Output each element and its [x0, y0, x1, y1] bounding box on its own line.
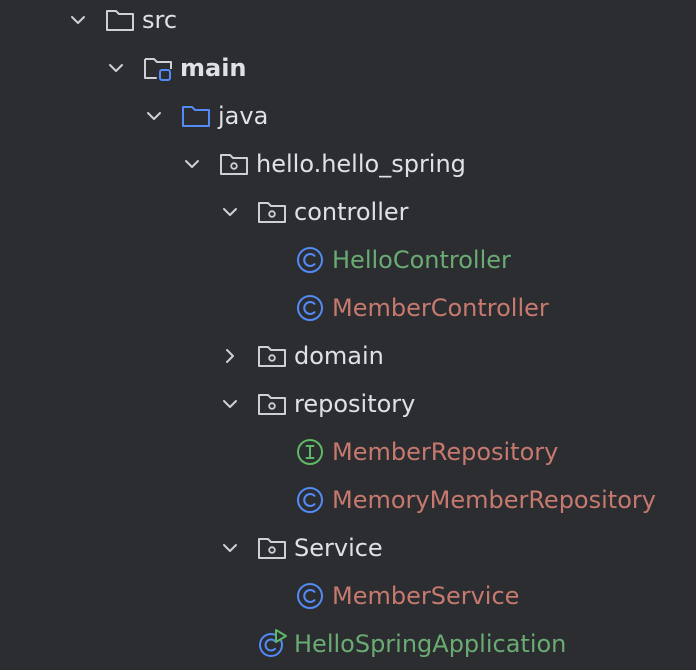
tree-node-service[interactable]: Service: [0, 524, 696, 572]
tree-node-label: MemoryMemberRepository: [332, 486, 656, 514]
tree-node-label: MemberController: [332, 294, 549, 322]
tree-node-label: hello.hello_spring: [256, 150, 466, 178]
chevron-right-icon[interactable]: [218, 344, 242, 368]
tree-node-hello-controller[interactable]: HelloController: [0, 236, 696, 284]
package-icon: [256, 196, 288, 228]
interface-icon: [294, 436, 326, 468]
tree-node-label: main: [180, 54, 247, 82]
source-folder-icon: [180, 100, 212, 132]
folder-icon: [104, 4, 136, 36]
tree-node-member-repository[interactable]: MemberRepository: [0, 428, 696, 476]
tree-node-repository[interactable]: repository: [0, 380, 696, 428]
tree-node-label: repository: [294, 390, 416, 418]
tree-node-controller[interactable]: controller: [0, 188, 696, 236]
chevron-down-icon[interactable]: [218, 536, 242, 560]
class-icon: [294, 484, 326, 516]
tree-node-java[interactable]: java: [0, 92, 696, 140]
chevron-down-icon[interactable]: [104, 56, 128, 80]
package-icon: [256, 532, 288, 564]
tree-node-label: domain: [294, 342, 384, 370]
class-icon: [294, 292, 326, 324]
class-icon: [294, 244, 326, 276]
chevron-down-icon[interactable]: [218, 392, 242, 416]
tree-node-label: HelloSpringApplication: [294, 630, 567, 658]
tree-node-member-service[interactable]: MemberService: [0, 572, 696, 620]
tree-node-label: HelloController: [332, 246, 511, 274]
tree-node-src[interactable]: src: [0, 0, 696, 44]
package-icon: [218, 148, 250, 180]
tree-node-label: MemberService: [332, 582, 520, 610]
chevron-down-icon[interactable]: [142, 104, 166, 128]
tree-node-domain[interactable]: domain: [0, 332, 696, 380]
package-icon: [256, 340, 288, 372]
chevron-down-icon[interactable]: [218, 200, 242, 224]
tree-node-label: MemberRepository: [332, 438, 559, 466]
tree-node-memory-member-repository[interactable]: MemoryMemberRepository: [0, 476, 696, 524]
spring-boot-class-icon: [256, 628, 288, 660]
module-folder-icon: [142, 52, 174, 84]
tree-node-package-hello-hello-spring[interactable]: hello.hello_spring: [0, 140, 696, 188]
tree-node-label: controller: [294, 198, 409, 226]
tree-node-label: java: [218, 102, 269, 130]
tree-node-hello-spring-application[interactable]: HelloSpringApplication: [0, 620, 696, 668]
tree-node-main[interactable]: main: [0, 44, 696, 92]
tree-node-member-controller[interactable]: MemberController: [0, 284, 696, 332]
package-icon: [256, 388, 288, 420]
tree-node-label: src: [142, 6, 178, 34]
chevron-down-icon[interactable]: [66, 8, 90, 32]
class-icon: [294, 580, 326, 612]
tree-node-label: Service: [294, 534, 383, 562]
chevron-down-icon[interactable]: [180, 152, 204, 176]
